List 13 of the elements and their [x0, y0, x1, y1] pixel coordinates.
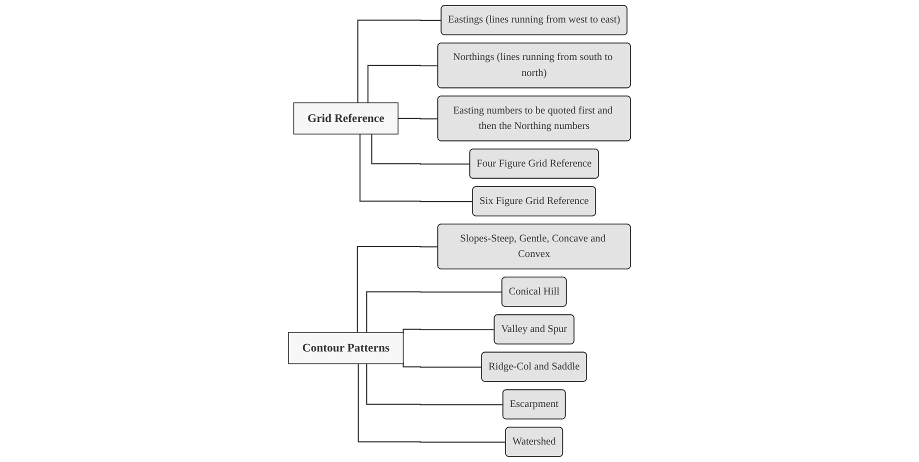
node-box: Grid Reference — [293, 102, 398, 134]
connector — [366, 291, 502, 332]
node-box: Contour Patterns — [288, 332, 404, 364]
connector — [366, 364, 504, 406]
connector — [357, 20, 442, 103]
connector — [358, 364, 506, 443]
connector — [402, 328, 495, 334]
connector — [402, 362, 482, 368]
connector — [356, 246, 438, 332]
connector — [398, 118, 438, 120]
connector — [371, 134, 470, 165]
connector — [367, 64, 438, 103]
connector — [359, 134, 473, 202]
